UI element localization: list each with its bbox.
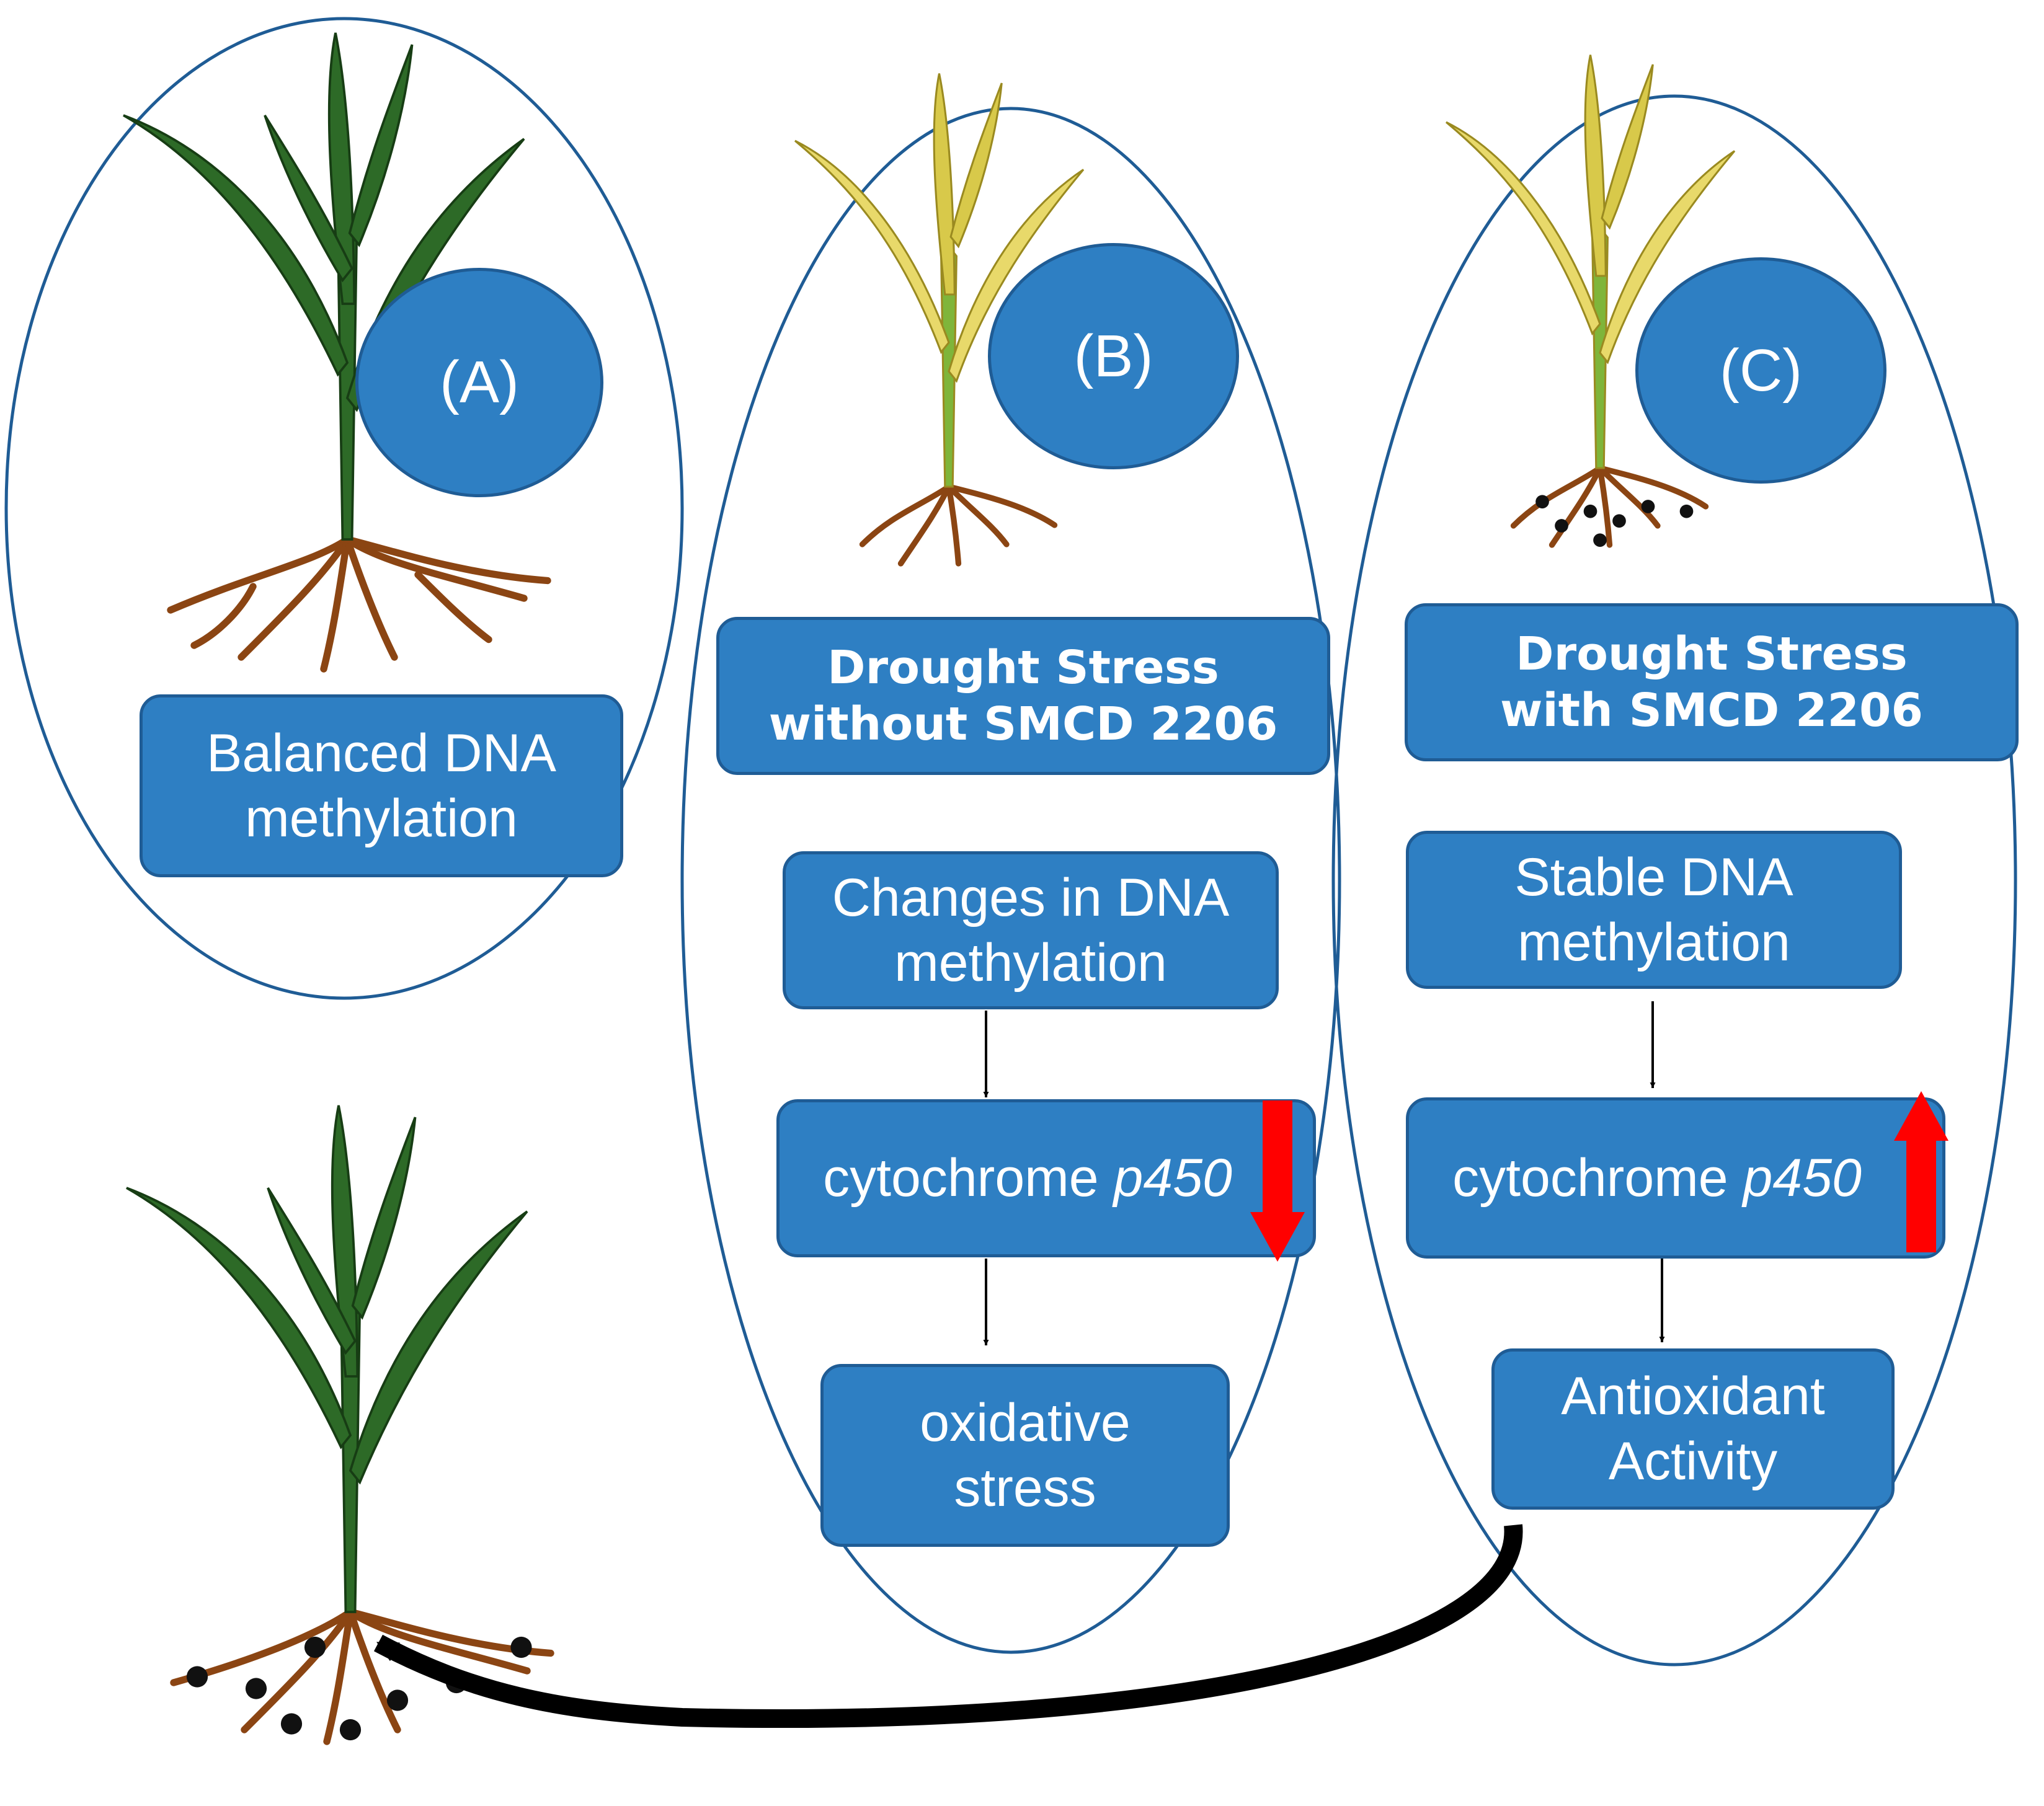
changes-methylation-box: Changes in DNA methylation <box>783 851 1279 1009</box>
balanced-methylation-label: Balanced DNA methylation <box>206 723 557 848</box>
green-plant-icon <box>126 1105 554 1745</box>
yellow-plant-icon <box>1446 55 1736 548</box>
panel-b-ellipse <box>680 107 1341 1654</box>
panel-c-ellipse <box>1331 94 2017 1667</box>
antioxidant-activity-box: Antioxidant Activity <box>1491 1348 1895 1510</box>
panel-a-badge-label: (A) <box>440 349 519 415</box>
antioxidant-activity-label: Antioxidant Activity <box>1561 1366 1825 1491</box>
drought-without-box: Drought Stress without SMCD 2206 <box>716 617 1330 775</box>
changes-methylation-label: Changes in DNA methylation <box>832 867 1230 993</box>
p450-label-c: p450 <box>1743 1148 1862 1208</box>
cytochrome-box-b: cytochrome p450 <box>776 1099 1316 1257</box>
red-up-arrow-icon <box>1894 1091 1948 1252</box>
oxidative-stress-box: oxidative stress <box>820 1364 1230 1547</box>
panel-a-ellipse <box>4 17 684 1000</box>
yellow-plant-icon <box>794 73 1085 567</box>
cytochrome-label-c: cytochrome <box>1452 1148 1728 1208</box>
oxidative-stress-label: oxidative stress <box>920 1392 1131 1518</box>
drought-with-box: Drought Stress with SMCD 2206 <box>1405 603 2019 761</box>
drought-without-label: Drought Stress without SMCD 2206 <box>768 641 1278 751</box>
cytochrome-label-b: cytochrome <box>823 1148 1099 1208</box>
panel-c-badge: (C) <box>1635 257 1886 484</box>
balanced-methylation-box: Balanced DNA methylation <box>140 694 623 877</box>
drought-with-label: Drought Stress with SMCD 2206 <box>1500 627 1923 737</box>
stable-methylation-box: Stable DNA methylation <box>1406 831 1902 989</box>
panel-a-badge: (A) <box>355 268 603 497</box>
curved-black-arrow-icon <box>373 1524 1523 1729</box>
panel-b-badge: (B) <box>988 243 1239 469</box>
panel-b-badge-label: (B) <box>1073 322 1153 389</box>
stable-methylation-label: Stable DNA methylation <box>1514 847 1793 972</box>
panel-c-badge-label: (C) <box>1719 337 1803 404</box>
red-down-arrow-icon <box>1250 1100 1305 1262</box>
cytochrome-box-c: cytochrome p450 <box>1406 1097 1945 1259</box>
p450-label-b: p450 <box>1113 1148 1232 1208</box>
green-plant-icon <box>123 32 551 673</box>
